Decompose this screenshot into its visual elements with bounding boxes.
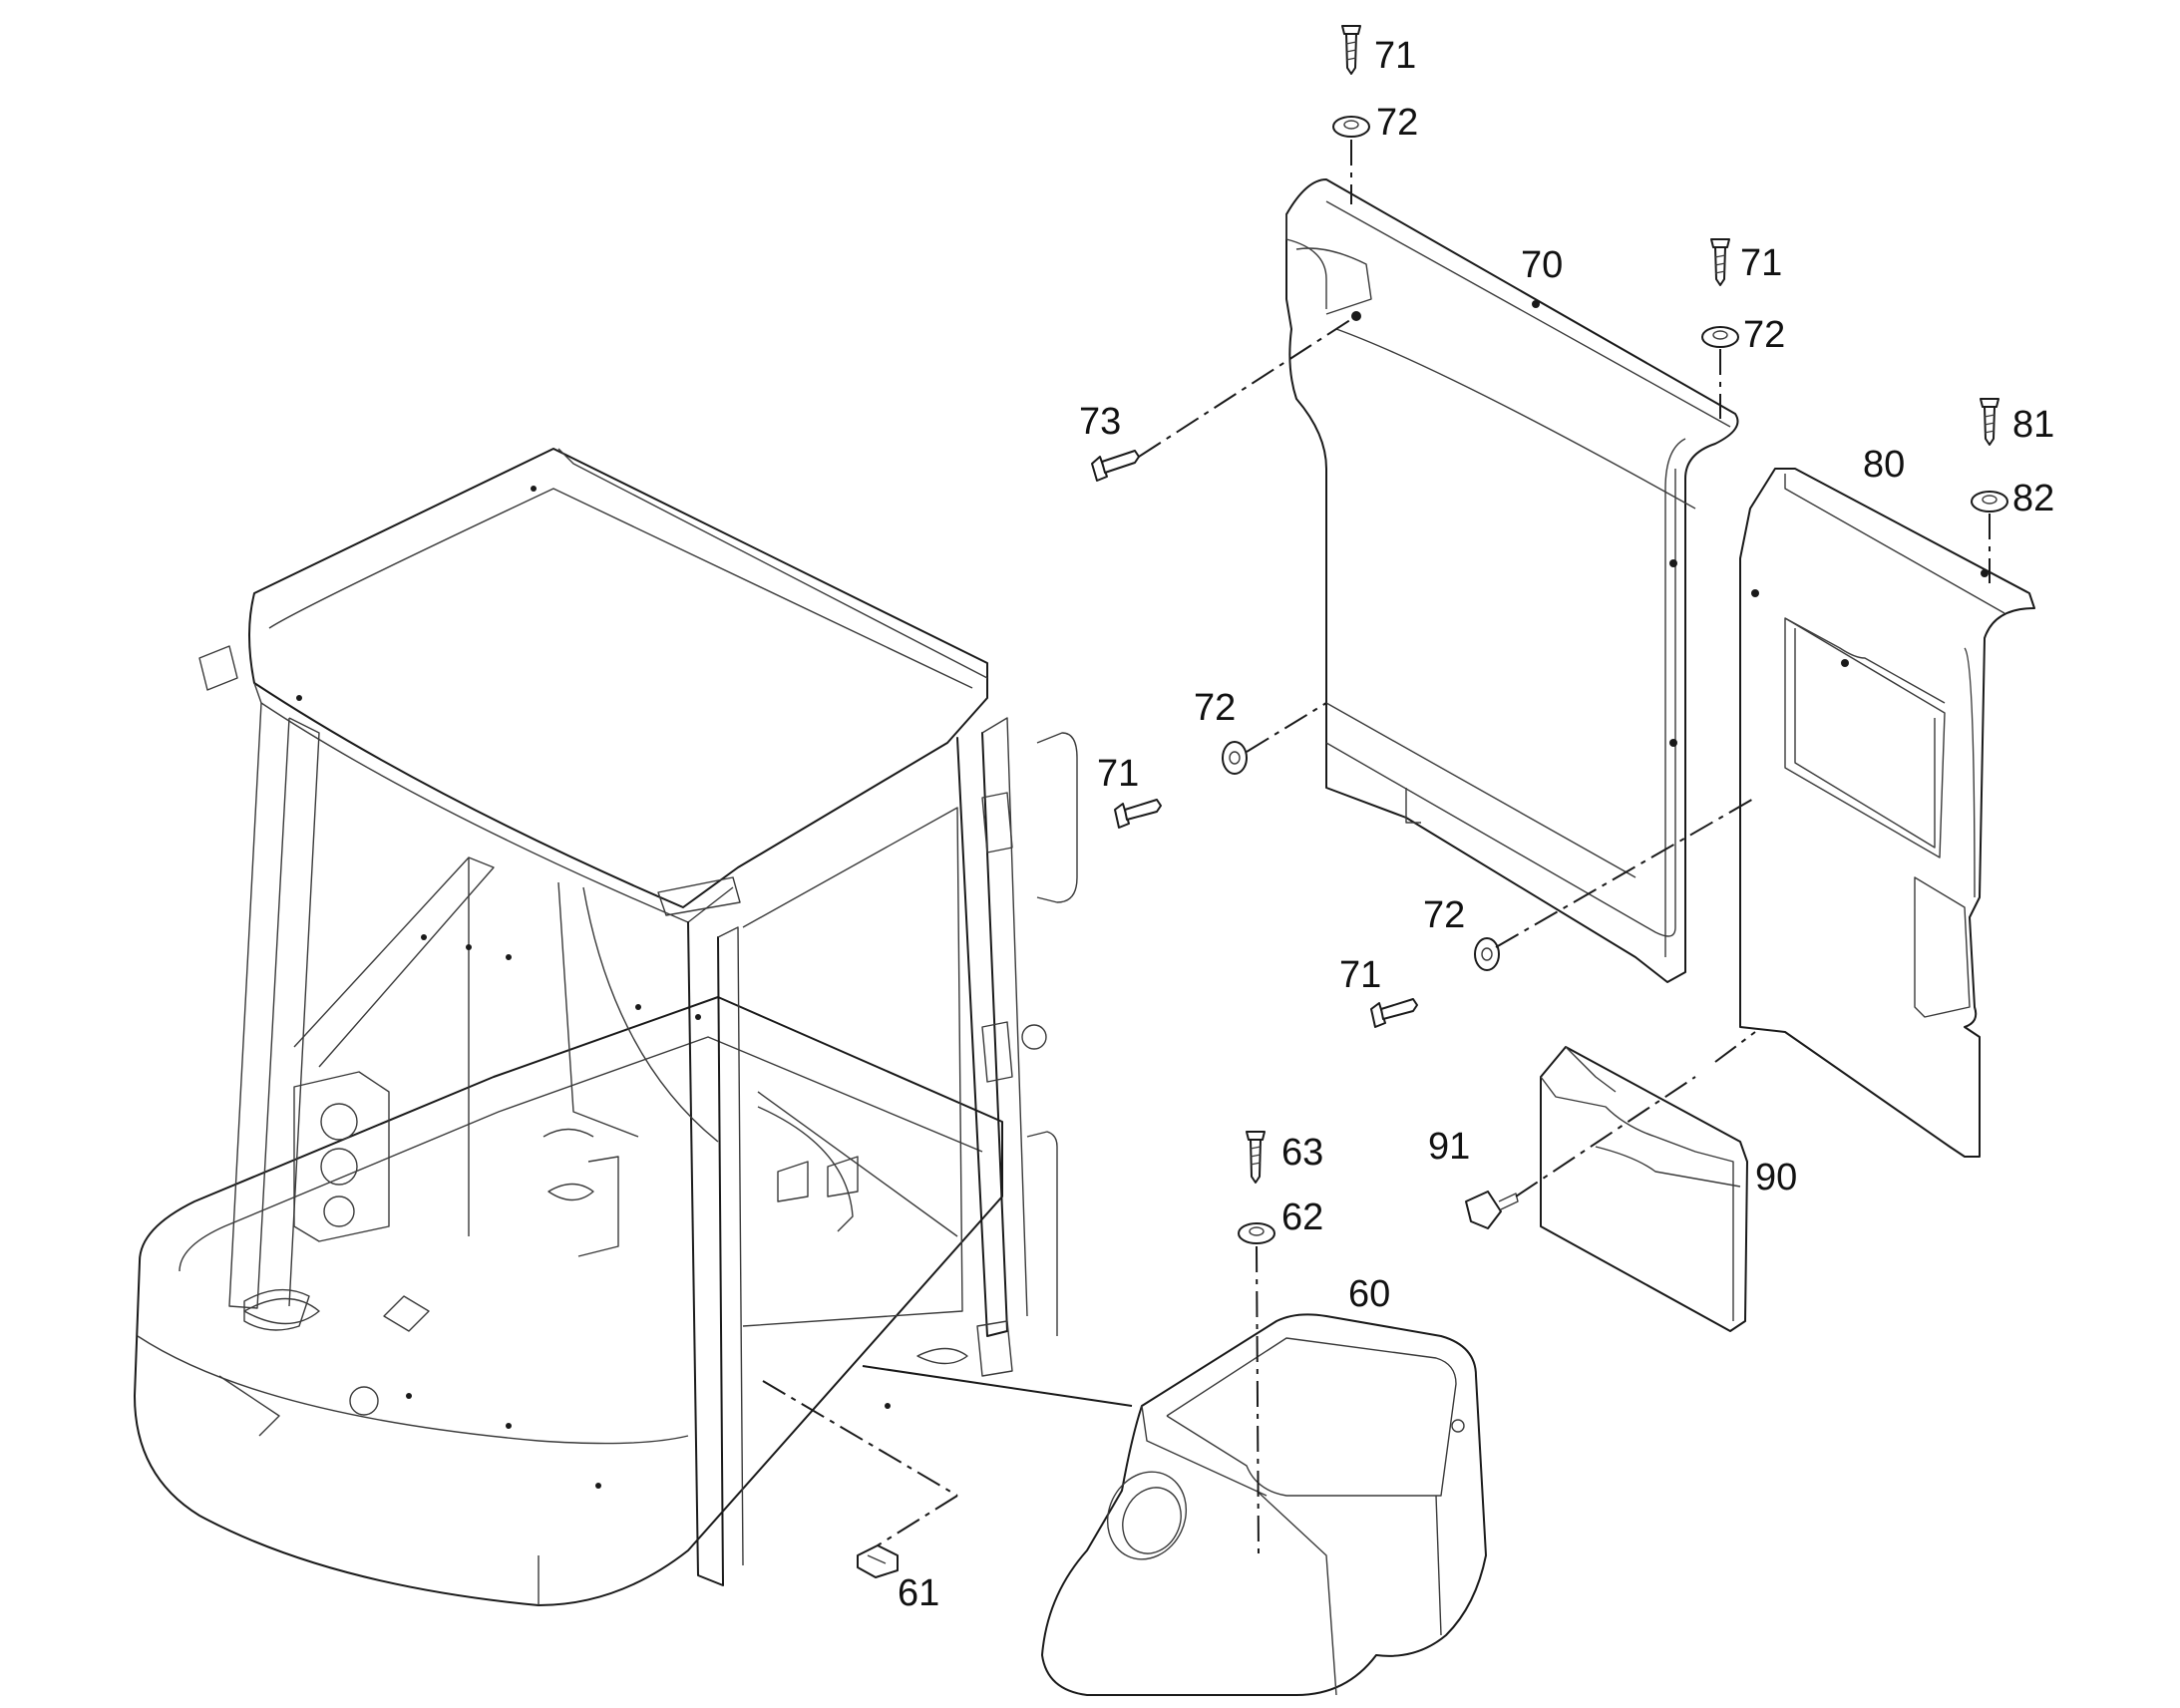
part-82-washer — [1971, 491, 2008, 512]
part-60-console — [1041, 1313, 1487, 1696]
label-72: 72 — [1376, 102, 1418, 144]
label-73: 73 — [1079, 401, 1121, 443]
part-72-washer-low — [1474, 937, 1500, 971]
label-72: 72 — [1194, 687, 1236, 729]
cab-frame — [134, 448, 1078, 1606]
label-71: 71 — [1374, 35, 1416, 77]
part-71-screw-low — [1370, 998, 1418, 1028]
label-70: 70 — [1521, 244, 1563, 286]
label-80: 80 — [1863, 444, 1905, 486]
label-82: 82 — [2012, 478, 2054, 519]
part-71-screw-mid — [1114, 799, 1162, 829]
part-72-washer-right — [1701, 326, 1739, 348]
part-73-screw — [1091, 450, 1140, 482]
part-90-holder — [1540, 1046, 1748, 1332]
label-72: 72 — [1423, 894, 1465, 936]
label-71: 71 — [1740, 242, 1782, 284]
part-71-screw-right — [1710, 238, 1730, 286]
label-60: 60 — [1348, 1273, 1390, 1315]
label-63: 63 — [1281, 1132, 1323, 1174]
part-72-washer-mid — [1222, 741, 1248, 775]
part-labels: 71 72 70 71 72 73 81 80 82 72 71 72 71 9… — [898, 35, 2054, 1614]
part-80-panel — [1739, 468, 2035, 1158]
part-81-screw — [1980, 398, 1999, 446]
assembly-lines — [762, 140, 1991, 1556]
part-61-clip — [857, 1544, 899, 1578]
part-72-washer-top — [1332, 116, 1370, 138]
label-91: 91 — [1428, 1126, 1470, 1168]
label-71: 71 — [1339, 954, 1381, 996]
label-62: 62 — [1281, 1196, 1323, 1238]
label-61: 61 — [898, 1572, 939, 1614]
part-62-washer — [1238, 1222, 1275, 1244]
label-72: 72 — [1743, 314, 1785, 356]
label-81: 81 — [2012, 404, 2054, 446]
part-91-knob — [1465, 1191, 1519, 1229]
part-71-screw-top — [1341, 25, 1361, 75]
part-63-screw — [1246, 1131, 1266, 1184]
label-71: 71 — [1097, 753, 1139, 795]
label-90: 90 — [1755, 1157, 1797, 1198]
part-70-panel — [1285, 178, 1739, 983]
